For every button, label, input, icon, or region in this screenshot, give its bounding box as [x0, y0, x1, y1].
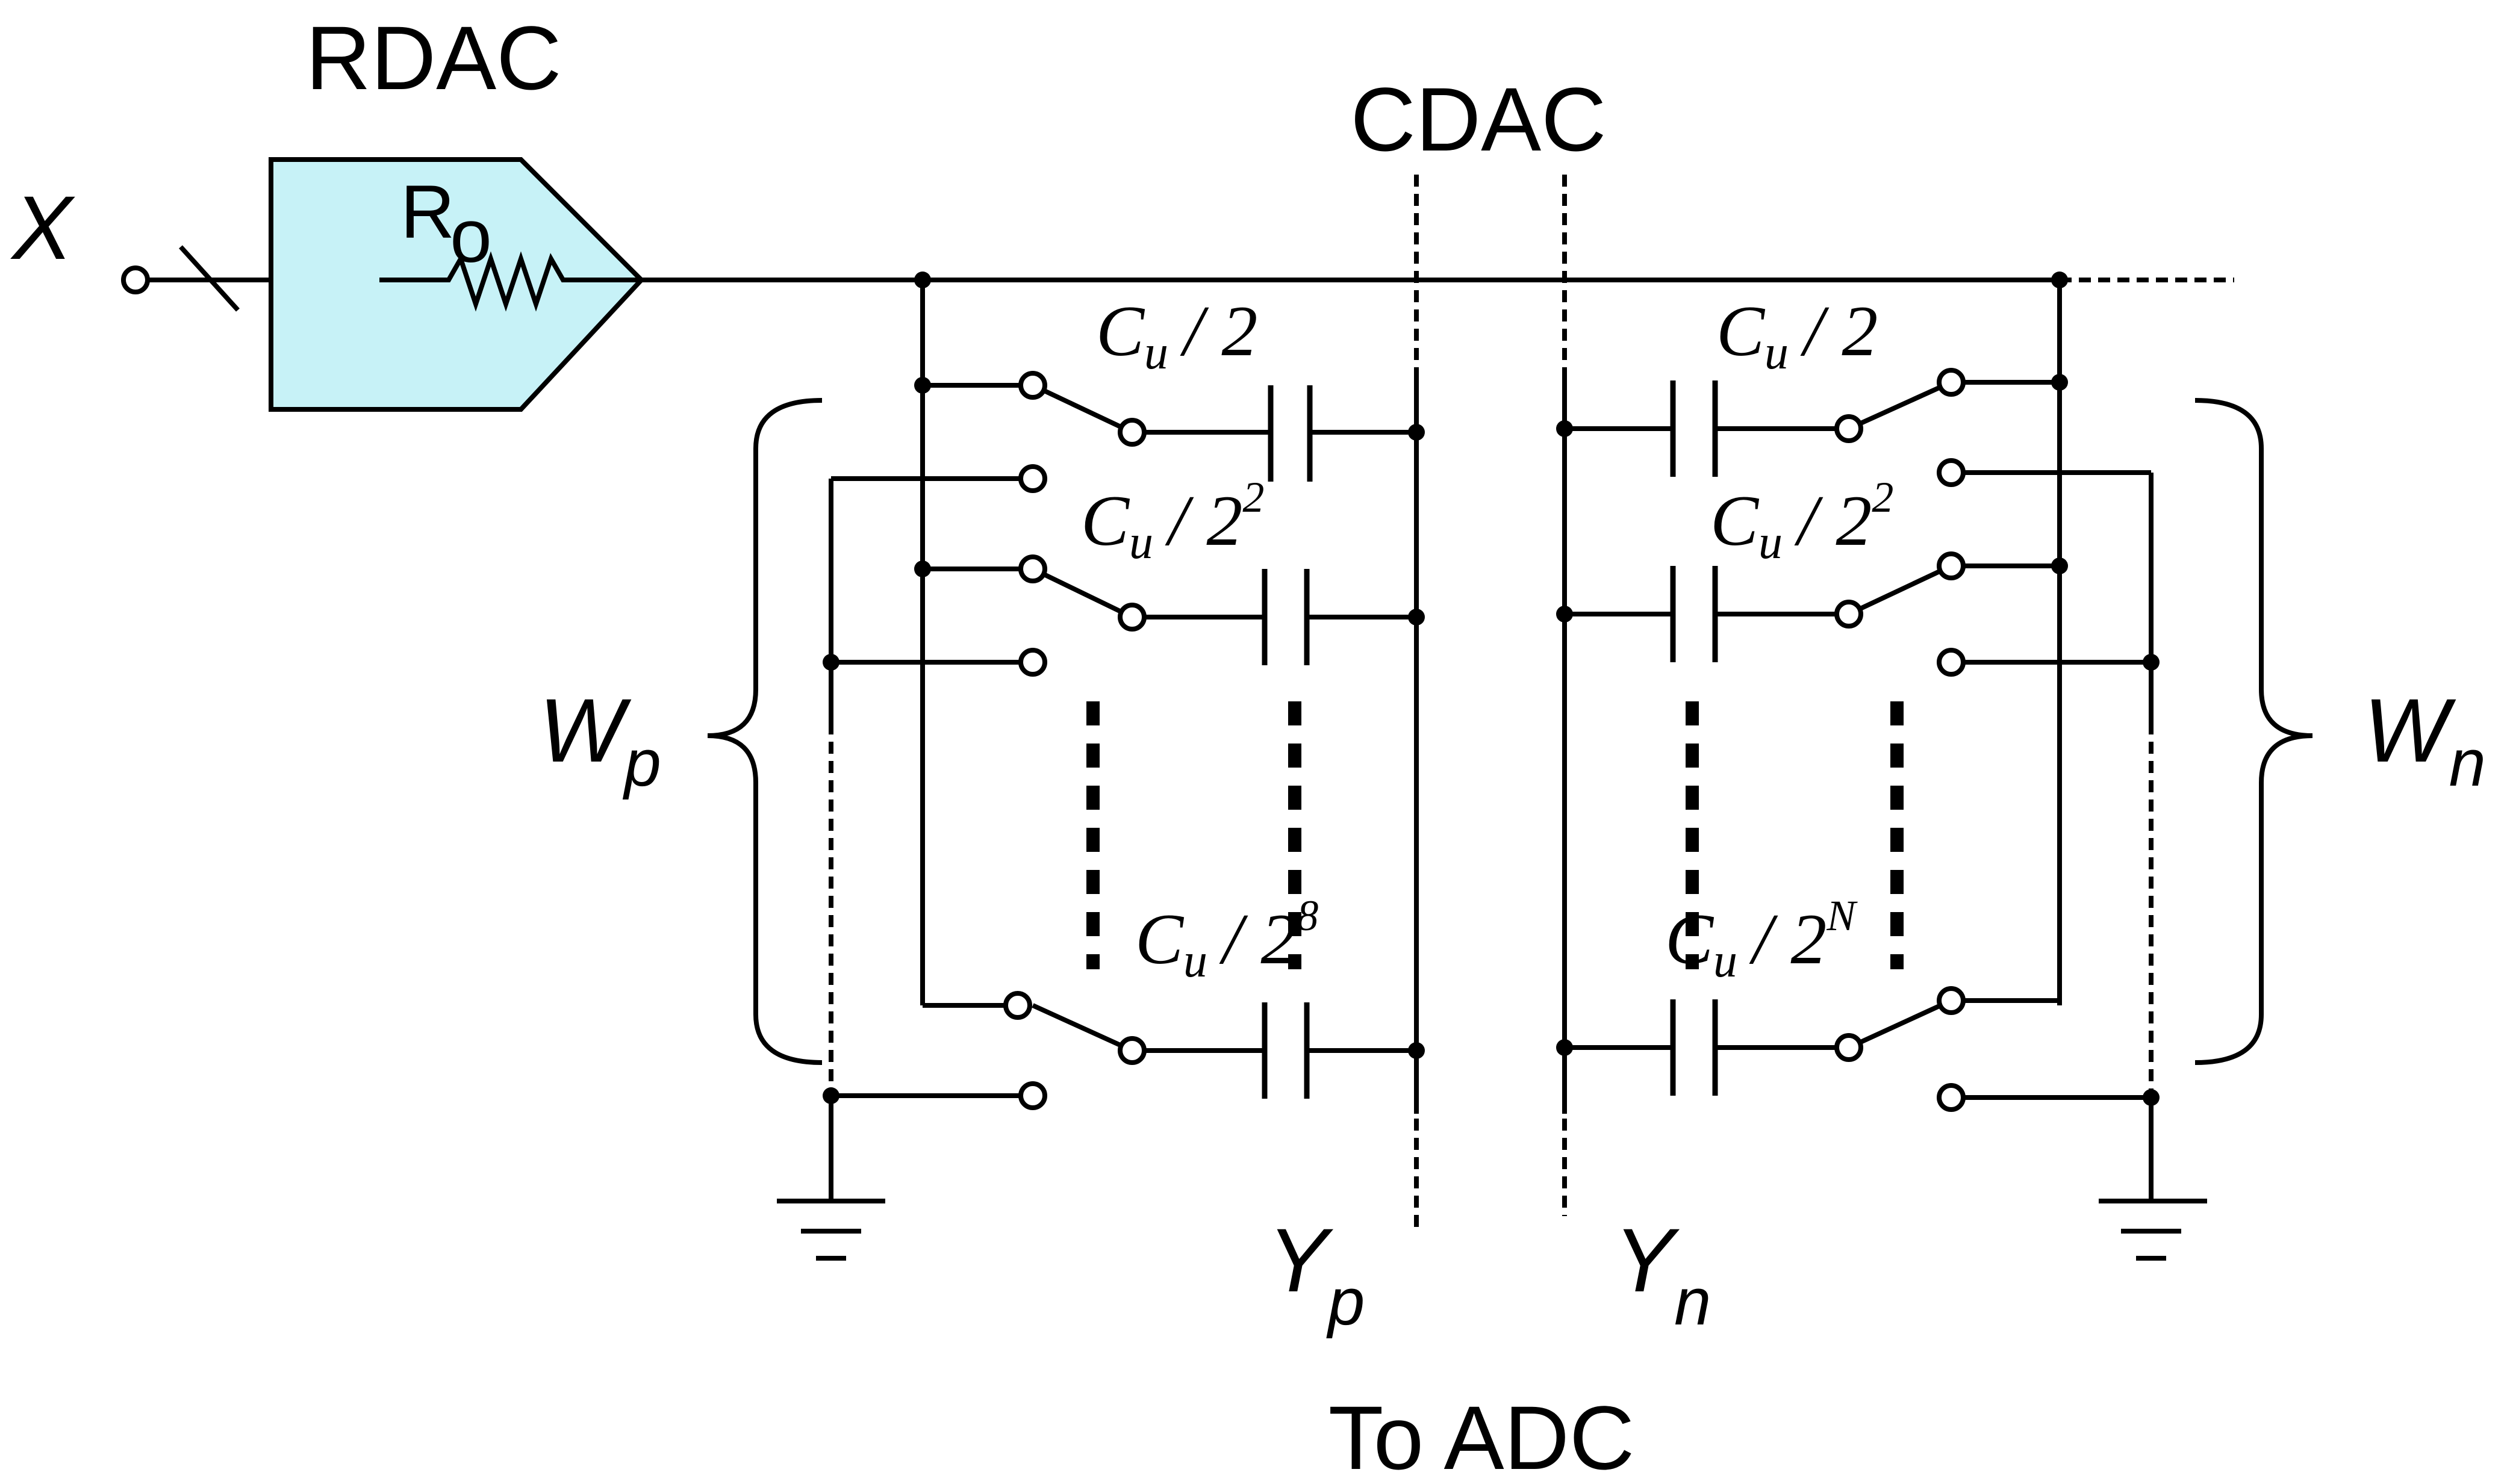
wn-label: Wn — [2364, 680, 2486, 800]
to-adc-label: To ADC — [1328, 1387, 1635, 1484]
ground-symbol-right — [2099, 1199, 2207, 1261]
cdac-title: CDAC — [1350, 69, 1606, 170]
wp-label: Wp — [539, 680, 661, 800]
n-side-network — [1556, 272, 2160, 1201]
bus-slash-mark — [179, 245, 240, 312]
wp-brace — [707, 398, 823, 1065]
ro-resistor — [379, 251, 638, 312]
cap-label-p-8: Cu/ 28 — [1135, 892, 1318, 987]
wn-brace — [2194, 398, 2313, 1065]
rdac-title: RDAC — [305, 7, 561, 108]
cap-label-n-N: Cu/ 2N — [1665, 892, 1858, 987]
yp-label: Yp — [1268, 1209, 1365, 1339]
ground-symbol-left — [777, 1199, 885, 1261]
input-terminal — [121, 265, 150, 294]
cap-label-n-1: Cu/ 2 — [1716, 291, 1878, 379]
input-x-label: X — [10, 177, 75, 278]
yn-label: Yn — [1614, 1209, 1711, 1339]
cap-label-p-2: Cu/ 22 — [1081, 473, 1264, 569]
cap-label-p-1: Cu/ 2 — [1096, 291, 1257, 379]
rdac-block — [269, 157, 645, 412]
p-side-network — [823, 272, 1425, 1201]
cap-label-n-2: Cu/ 22 — [1710, 473, 1893, 569]
ro-resistor-label: Ro — [400, 170, 492, 278]
